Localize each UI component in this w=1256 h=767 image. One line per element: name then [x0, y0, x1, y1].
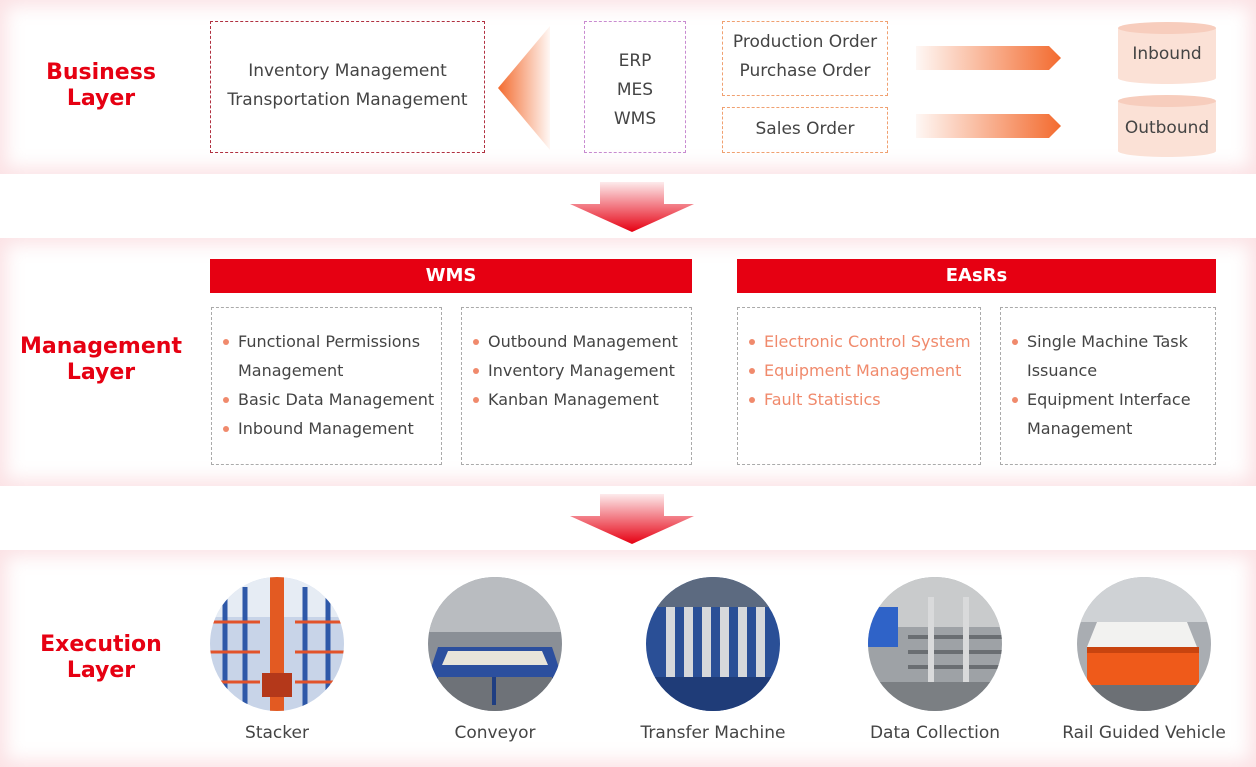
list-item: Basic Data Management: [223, 385, 437, 414]
conveyor-caption: Conveyor: [454, 723, 536, 743]
list-item: Functional Permissions Management: [223, 327, 437, 385]
inbound-label: Inbound: [1132, 44, 1202, 64]
right-arrow-icon: [916, 114, 1061, 138]
list-item: Outbound Management: [473, 327, 689, 356]
inbound-cylinder-icon: [1118, 22, 1216, 84]
execution-layer-title: Execution Layer: [40, 632, 162, 683]
sales-order-label: Sales Order: [755, 119, 855, 139]
business-layer-title: Business Layer: [46, 60, 156, 111]
easrs-functions-box-1: Electronic Control System Equipment Mana…: [737, 307, 981, 465]
easrs-function-list: Single Machine Task Issuance Equipment I…: [1012, 327, 1212, 443]
mes-label: MES: [616, 80, 654, 100]
easrs-header: EAsRs: [737, 259, 1216, 293]
left-arrow-icon: [498, 26, 550, 150]
wms-functions-box-2: Outbound Management Inventory Management…: [461, 307, 692, 465]
list-item: Equipment Management: [749, 356, 977, 385]
right-arrow-icon: [916, 46, 1061, 70]
execution-layer-band: [0, 550, 1256, 767]
wms-functions-box-1: Functional Permissions Management Basic …: [211, 307, 442, 465]
orders-box: Production Order Purchase Order: [722, 21, 888, 96]
sales-order-box: Sales Order: [722, 107, 888, 153]
rail-guided-vehicle-image: [1077, 577, 1211, 711]
business-management-box: Inventory Management Transportation Mana…: [210, 21, 485, 153]
transfer-machine-caption: Transfer Machine: [640, 723, 786, 743]
outbound-label: Outbound: [1124, 118, 1210, 138]
systems-box: ERP MES WMS: [584, 21, 686, 153]
transfer-machine-image: [646, 577, 780, 711]
outbound-cylinder-icon: [1118, 95, 1216, 157]
erp-label: ERP: [618, 51, 652, 71]
stacker-caption: Stacker: [245, 723, 309, 743]
wms-header: WMS: [210, 259, 692, 293]
down-arrow-icon: [570, 182, 694, 232]
data-collection-image: [868, 577, 1002, 711]
production-order-label: Production Order: [732, 32, 878, 52]
transportation-management-label: Transportation Management: [227, 90, 468, 110]
easrs-function-list: Electronic Control System Equipment Mana…: [749, 327, 977, 414]
data-collection-caption: Data Collection: [869, 723, 1001, 743]
purchase-order-label: Purchase Order: [739, 61, 871, 81]
list-item: Kanban Management: [473, 385, 689, 414]
rail-guided-vehicle-caption: Rail Guided Vehicle: [1062, 723, 1226, 743]
wms-function-list: Outbound Management Inventory Management…: [473, 327, 689, 414]
conveyor-image: [428, 577, 562, 711]
down-arrow-icon: [570, 494, 694, 544]
stacker-image: [210, 577, 344, 711]
list-item: Inventory Management: [473, 356, 689, 385]
list-item: Electronic Control System: [749, 327, 977, 356]
list-item: Fault Statistics: [749, 385, 977, 414]
list-item: Single Machine Task Issuance: [1012, 327, 1212, 385]
management-layer-title: Management Layer: [20, 334, 182, 385]
list-item: Inbound Management: [223, 414, 437, 443]
wms-function-list: Functional Permissions Management Basic …: [223, 327, 437, 443]
easrs-functions-box-2: Single Machine Task Issuance Equipment I…: [1000, 307, 1216, 465]
inventory-management-label: Inventory Management: [248, 61, 447, 81]
list-item: Equipment Interface Management: [1012, 385, 1212, 443]
wms-label: WMS: [613, 109, 657, 129]
business-layer-band: [0, 0, 1256, 174]
